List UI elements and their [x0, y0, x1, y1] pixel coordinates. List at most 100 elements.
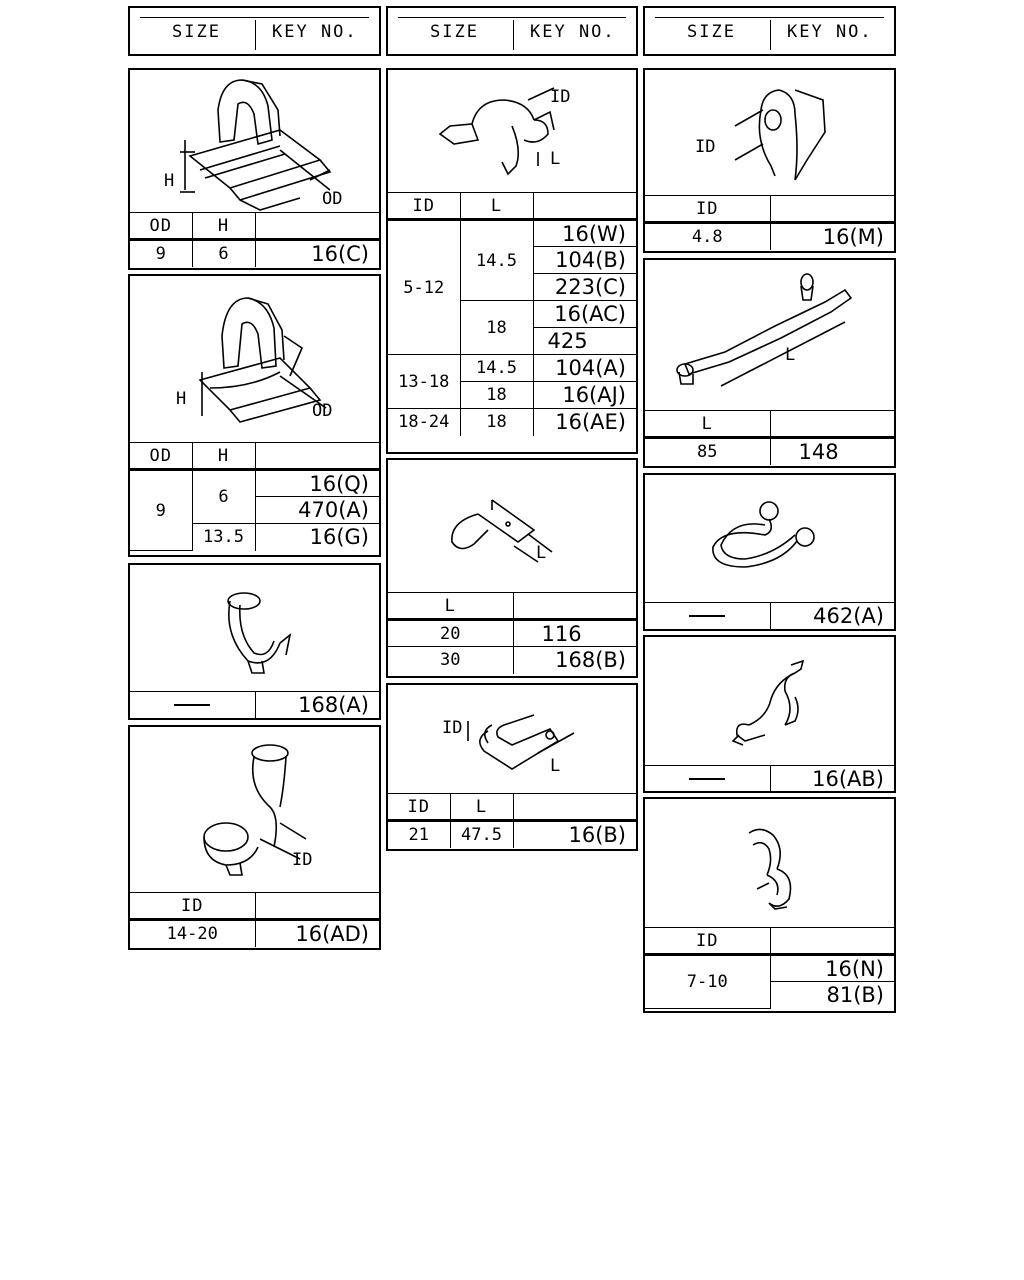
id-value: 4.8	[645, 222, 771, 250]
key-number: 16(AB)	[769, 765, 894, 791]
key-number: 104(A)	[532, 354, 636, 382]
key-number: 16(B)	[512, 820, 636, 848]
key-number: 470(A)	[255, 496, 379, 524]
key-header: KEY NO.	[787, 22, 873, 42]
table-row: 470(A)	[130, 496, 379, 524]
key-number: 16(AE)	[532, 408, 636, 436]
key-number: 16(N)	[769, 954, 894, 982]
key-header: KEY NO.	[272, 22, 358, 42]
part-card-hook-l: L L 20 116 30 168(B)	[386, 458, 638, 678]
key-number: 425	[533, 327, 636, 355]
size-value: —	[645, 602, 771, 629]
part-card-clip-id-2: ID 7-10 16(N) 81(B)	[643, 797, 896, 1013]
hook-illustration: L	[388, 460, 638, 563]
key-number: 168(B)	[512, 646, 636, 674]
table-header-row: ID	[130, 892, 379, 921]
clip-illustration	[645, 799, 896, 927]
part-card-bracket-clamp: — 16(AB)	[643, 635, 896, 793]
l-header: L	[388, 592, 514, 621]
spec-table: OD H 9 6 16(Q) 470(A) 13.5 16(G)	[130, 442, 379, 551]
size-value: —	[130, 691, 256, 718]
id-header: ID	[645, 927, 771, 956]
spec-table: ID 4.8 16(M)	[645, 195, 894, 250]
dim-l-label: L	[536, 543, 546, 563]
clip-illustration: ID L	[388, 87, 570, 192]
table-row: 18-24 18 16(AE)	[388, 408, 636, 436]
part-card-clip-id-l: ID L ID L 5-12 14.5 16(W) 104(B) 223(C) …	[386, 68, 638, 454]
table-row: 85 148	[645, 437, 894, 465]
l-value: 18	[460, 300, 534, 355]
l-header: L	[645, 410, 771, 439]
header-col-3: SIZE KEY NO.	[643, 6, 896, 56]
id-header: ID	[388, 192, 461, 221]
dim-l-label: L	[785, 345, 795, 365]
p-clip-illustration: ID L	[442, 685, 638, 776]
key-number: 148	[769, 437, 894, 465]
h-header: H	[191, 442, 256, 471]
part-card-clamp: — 168(A)	[128, 563, 381, 720]
key-number: 168(A)	[254, 691, 379, 718]
od-value: 9	[130, 469, 193, 551]
header-col-1: SIZE KEY NO.	[128, 6, 381, 56]
header-col-2: SIZE KEY NO.	[386, 6, 638, 56]
h-value: 13.5	[192, 523, 256, 551]
key-number: 223(C)	[533, 273, 636, 301]
h-value: 6	[191, 469, 256, 524]
spec-table: — 168(A)	[130, 691, 379, 718]
size-header: SIZE	[687, 22, 736, 42]
table-row: 14-20 16(AD)	[130, 919, 379, 947]
dim-id-label: ID	[550, 87, 570, 107]
table-header-row: OD H	[130, 212, 379, 241]
dash-mark	[689, 615, 726, 618]
dim-id-label: ID	[292, 850, 312, 870]
table-header-row: ID L	[388, 793, 636, 822]
h-header: H	[191, 212, 256, 241]
id-value: 5-12	[388, 219, 461, 355]
table-row: 13-18 14.5 104(A)	[388, 354, 636, 409]
spec-table: ID 7-10 16(N) 81(B)	[645, 927, 894, 1009]
l-header: L	[449, 793, 514, 822]
table-row: 223(C)	[388, 273, 636, 301]
od-header: OD	[130, 442, 193, 471]
dim-od-label: OD	[322, 189, 342, 209]
l-value: 30	[388, 646, 514, 674]
table-row: 81(B)	[645, 981, 894, 1009]
l-value: 14.5	[459, 354, 534, 382]
table-row: 4.8 16(M)	[645, 222, 894, 250]
clip-illustration: H OD	[164, 70, 342, 212]
spec-table: L 85 148	[645, 410, 894, 465]
id-value: 21	[388, 820, 451, 848]
spec-table: ID L 21 47.5 16(B)	[388, 793, 636, 848]
od-header: OD	[130, 212, 193, 241]
loop-tie-illustration	[645, 475, 896, 602]
key-number: 16(AD)	[254, 919, 379, 947]
table-row: 9 6 16(Q)	[130, 469, 379, 551]
spec-table: L 20 116 30 168(B)	[388, 592, 636, 674]
key-number: 81(B)	[770, 981, 894, 1009]
key-number: 116	[512, 619, 636, 647]
part-card-clip-id: ID ID 4.8 16(M)	[643, 68, 896, 253]
dim-l-label: L	[550, 756, 560, 776]
size-value: —	[645, 765, 771, 791]
clip-illustration: H OD	[176, 276, 332, 442]
id-header: ID	[130, 892, 256, 921]
id-value: 13-18	[388, 354, 461, 409]
id-header: ID	[645, 195, 771, 224]
strap-illustration: L	[645, 260, 896, 410]
l-value: 85	[645, 437, 771, 465]
table-row: — 16(AB)	[645, 765, 894, 791]
table-row: 104(B)	[388, 246, 636, 274]
key-number: 16(Q)	[254, 469, 379, 497]
part-card-clip-od-h-2: H OD OD H 9 6 16(Q) 470(A) 13.5 16(G)	[128, 274, 381, 557]
table-row: 425	[388, 327, 636, 355]
dim-l-label: L	[550, 149, 560, 169]
dim-od-label: OD	[312, 401, 332, 421]
id-value: 7-10	[645, 954, 771, 1009]
table-row: 5-12 14.5 16(W)	[388, 219, 636, 355]
key-number: 16(M)	[769, 222, 894, 250]
table-row: 9 6 16(C)	[130, 239, 379, 267]
key-number: 16(W)	[532, 219, 636, 247]
part-card-p-clip: ID L ID L 21 47.5 16(B)	[386, 683, 638, 851]
id-header: ID	[388, 793, 451, 822]
id-value: 14-20	[130, 919, 256, 947]
